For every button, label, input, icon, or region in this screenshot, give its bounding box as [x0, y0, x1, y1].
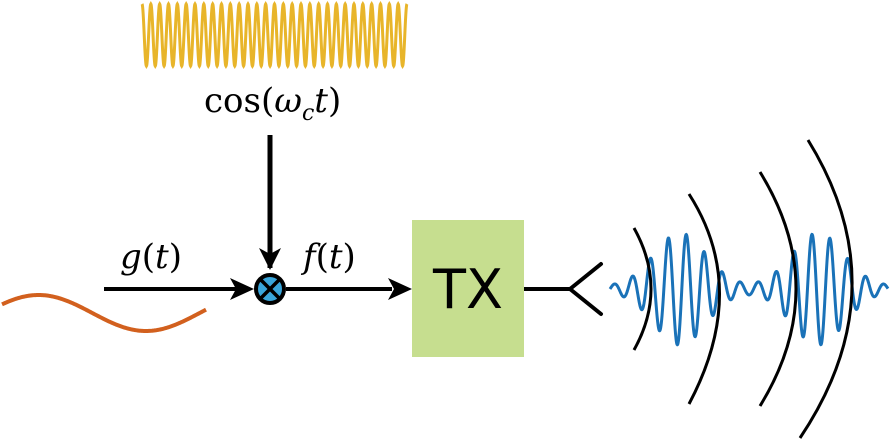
input-arrowhead [230, 278, 254, 300]
multiplier-circle-icon [254, 273, 286, 305]
wavefront-arc-4 [798, 139, 854, 439]
input-func: g [120, 237, 142, 277]
radio-wavefront-arcs [632, 139, 854, 439]
carrier-func: cos [204, 81, 261, 121]
carrier-sub: c [302, 101, 314, 126]
antenna-icon [568, 262, 603, 316]
output-arrowhead [388, 278, 412, 300]
input-arg: t [155, 237, 169, 277]
carrier-omega: ω [274, 81, 302, 121]
carrier-label: cos(ωct) [204, 81, 341, 126]
wavefront-arc-1 [632, 227, 653, 351]
modulated-wave [608, 232, 890, 347]
wavefront-arc-3 [758, 171, 798, 407]
carrier-wave [140, 1, 409, 69]
carrier-arrowhead [259, 248, 281, 270]
tx-box [412, 220, 524, 357]
output-label: f(t) [300, 237, 356, 277]
output-arg: t [329, 237, 343, 277]
carrier-arg: t [314, 81, 328, 121]
wavefront-arc-2 [687, 193, 721, 405]
tx-label: TX [432, 258, 503, 321]
input-label: g(t) [120, 237, 182, 277]
baseband-wave [1, 292, 207, 334]
